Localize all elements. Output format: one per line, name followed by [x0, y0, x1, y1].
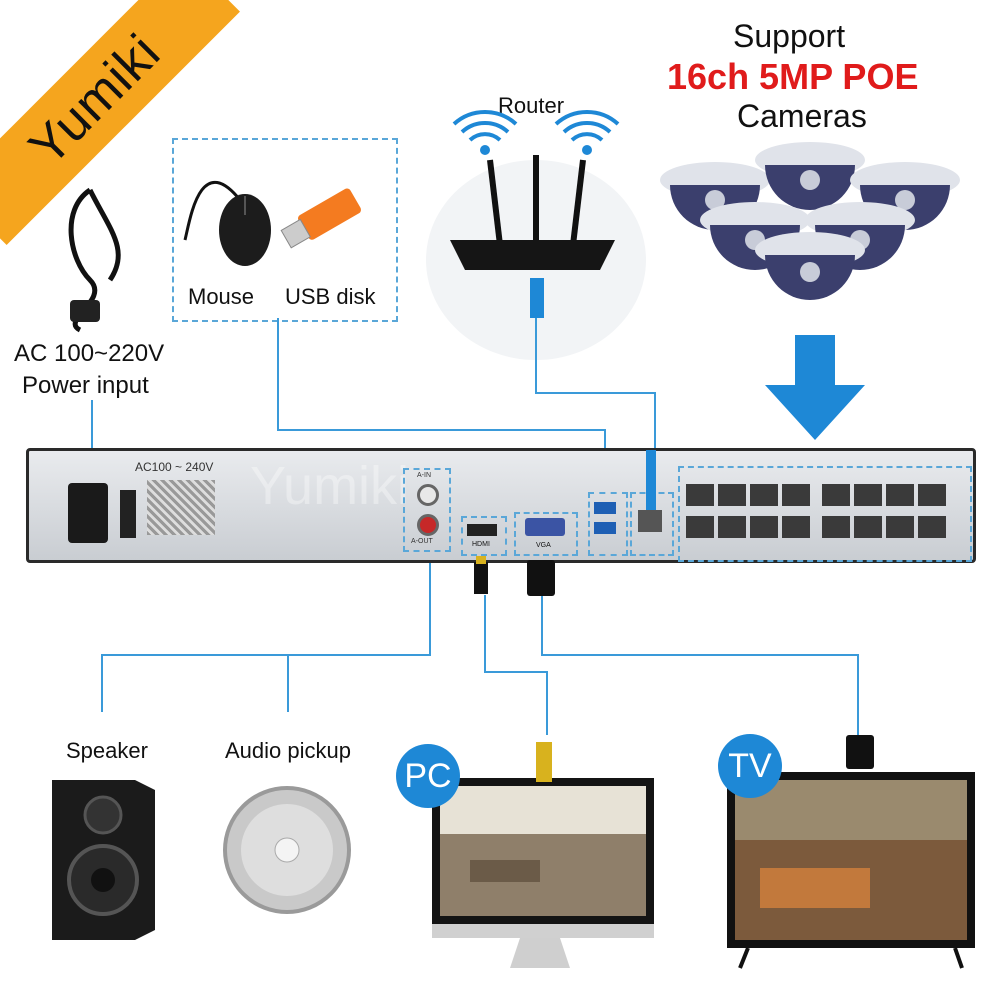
audio-in-label: A-IN [417, 472, 431, 479]
vga-port-box [514, 512, 578, 556]
hdmi-port [467, 524, 497, 536]
speaker-label: Speaker [66, 738, 148, 763]
audio-in-port [417, 484, 439, 506]
poe-ports-box [678, 466, 972, 562]
vga-label: VGA [536, 542, 551, 549]
hdmi-label: HDMI [472, 541, 490, 548]
power-plate-text: AC100 ~ 240V [135, 460, 214, 474]
cameras-poe-text: 16ch 5MP POE [667, 56, 919, 97]
mouse-label: Mouse [188, 284, 255, 309]
hdmi-port-box [461, 516, 507, 556]
tv-badge: TV [718, 734, 782, 798]
lan-cable [646, 450, 656, 510]
power-label-line1: AC 100~220V [14, 340, 165, 367]
cameras-text: Cameras [737, 98, 867, 134]
audio-out-label: A-OUT [411, 538, 433, 545]
power-socket [68, 483, 108, 543]
audio-out-port [417, 514, 439, 536]
watermark: Yumiki [250, 456, 410, 516]
pc-badge: PC [396, 744, 460, 808]
usb-ports-box [588, 492, 628, 556]
audio-ports-box [403, 468, 451, 552]
vga-port [525, 518, 565, 536]
usb-port-2 [594, 522, 616, 534]
cameras-support-text: Support [733, 18, 846, 54]
usb-port-1 [594, 502, 616, 514]
power-label-line2: Power input [22, 372, 149, 399]
usb-disk-label: USB disk [285, 284, 376, 309]
router-label: Router [498, 93, 565, 118]
audio-pickup-label: Audio pickup [225, 738, 351, 763]
lan-port [638, 510, 662, 532]
power-switch [120, 490, 136, 538]
fan-vent [147, 480, 215, 535]
